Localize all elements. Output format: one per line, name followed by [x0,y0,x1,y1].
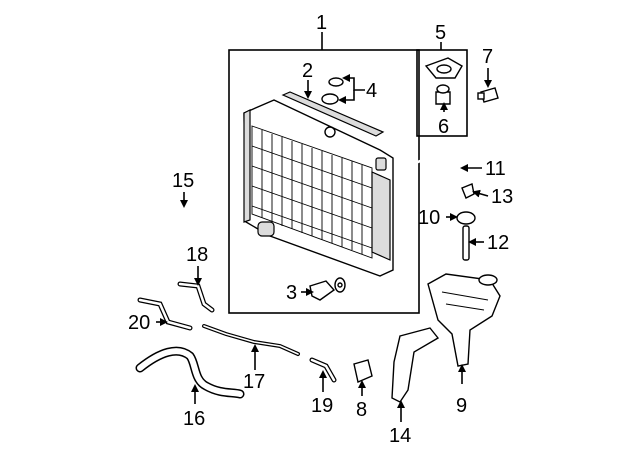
callout-18: 18 [186,244,208,266]
reservoir-cap-bracket[interactable] [424,57,463,79]
bolt[interactable] [477,87,499,103]
callout-labels: 1 2 3 4 5 6 7 8 9 10 11 12 13 14 15 16 1… [128,12,513,447]
callout-12: 12 [487,232,509,254]
coolant-reservoir-tank[interactable] [427,273,501,367]
callout-19: 19 [311,395,333,417]
callout-16: 16 [183,408,205,430]
radiator-cap-ring[interactable] [328,77,344,87]
callout-17: 17 [243,371,265,393]
callout-4: 4 [366,80,377,102]
callout-5: 5 [435,22,446,44]
radiator-cap[interactable] [321,93,339,105]
reservoir-tube[interactable] [462,225,470,261]
callout-9: 9 [456,395,467,417]
cap-group-box [416,49,468,137]
callout-1: 1 [316,12,327,34]
callout-3: 3 [286,282,297,304]
drain-plug[interactable] [309,277,346,301]
callout-13: 13 [491,186,513,208]
leader-lines [156,32,492,422]
water-pipe[interactable] [202,324,300,356]
seal-strip[interactable] [281,91,385,137]
callout-11: 11 [485,158,506,180]
hose-connector[interactable] [353,359,373,383]
callout-20: 20 [128,312,150,334]
callout-15: 15 [172,170,194,192]
callout-7: 7 [482,46,493,68]
callout-8: 8 [356,399,367,421]
radiator-group-box [228,49,420,314]
callout-2: 2 [302,60,313,82]
hose-clip[interactable] [461,183,475,199]
callout-10: 10 [418,207,440,229]
callout-6: 6 [438,116,449,138]
cap-grommet[interactable] [435,84,451,105]
fan-shroud[interactable] [391,327,440,403]
mount-grommet[interactable] [456,211,476,225]
radiator-core[interactable] [243,99,394,277]
callout-14: 14 [389,425,411,447]
